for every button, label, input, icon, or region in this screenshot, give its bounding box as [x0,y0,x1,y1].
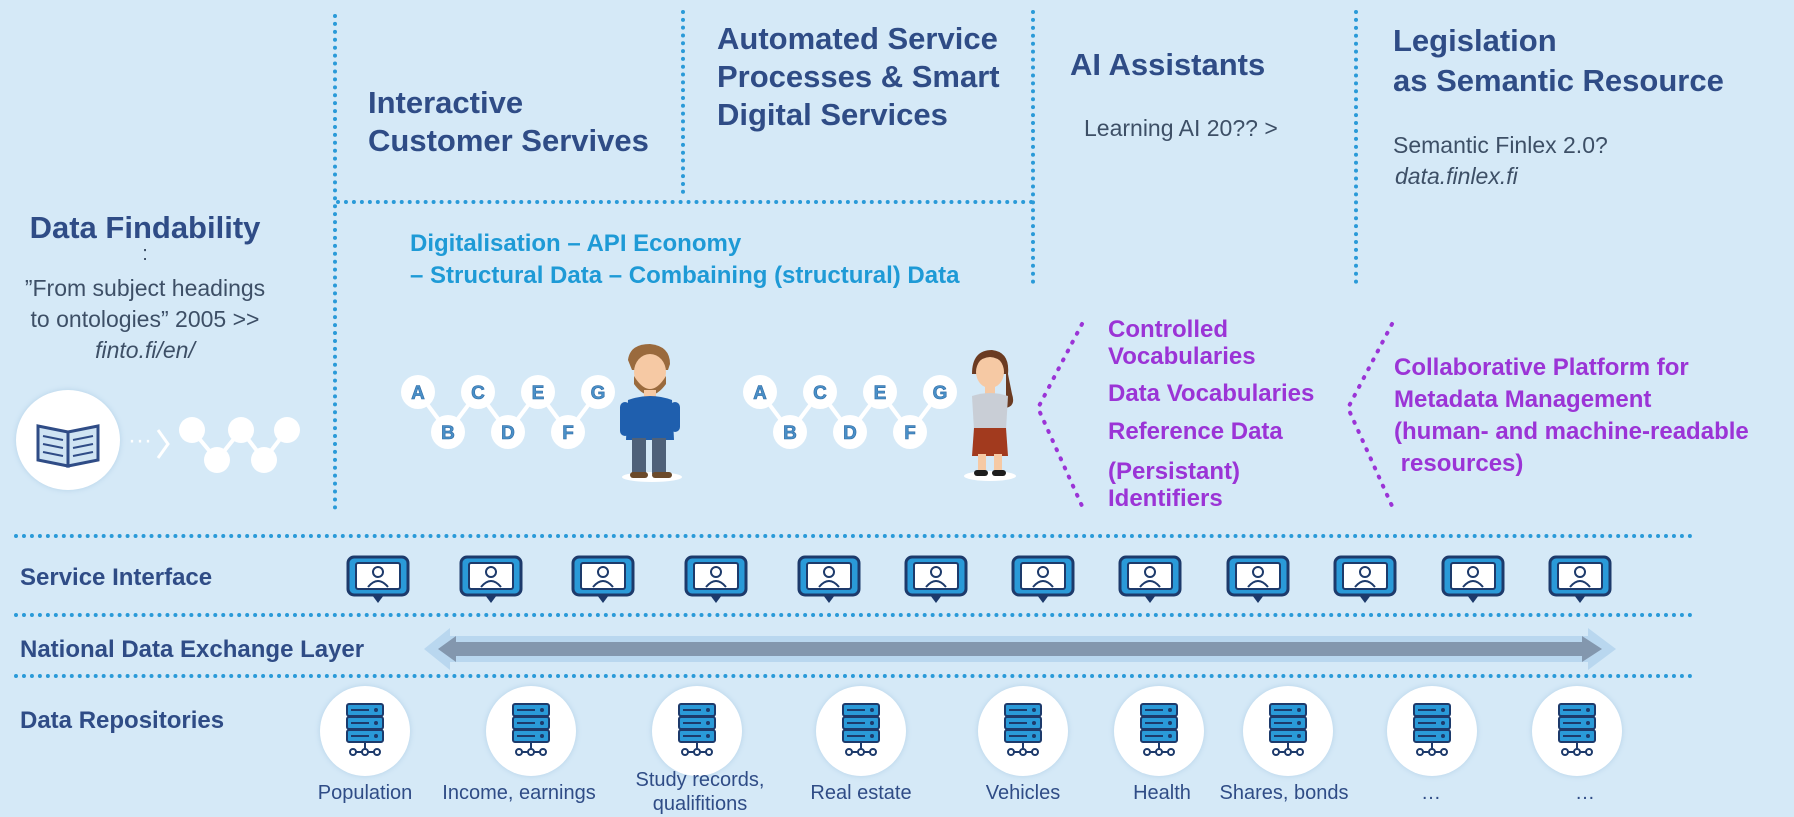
automated-services-title: Automated Service Processes & Smart Digi… [717,21,1000,132]
svg-text:F: F [562,423,574,444]
repository-label: Vehicles [985,782,1061,804]
repository-server-icon [486,686,576,776]
findability-quote: ”From subject headings to ontologies” 20… [24,275,266,332]
graph-node-c: C [803,375,837,409]
divider-h-top [336,200,1034,204]
repository-label: … [1575,782,1595,804]
divider-h-service [14,534,1694,538]
service-interface-icon [904,555,968,603]
woman-figure [964,350,1016,481]
collaborative-platform-text: Collaborative Platform for Metadata Mana… [1394,354,1749,477]
repository-server-icon [320,686,410,776]
graph-node-a: A [743,375,777,409]
graph-node-g: G [581,375,615,409]
service-interface-icon [459,555,523,603]
repository-label: Shares, bonds [1219,782,1349,804]
svg-text:G: G [591,383,606,404]
vocab-data: Data Vocabularies [1108,380,1315,407]
repository-server-icon [1387,686,1477,776]
graph-node-g: G [923,375,957,409]
service-interface-icon [1548,555,1612,603]
svg-text:B: B [783,423,797,444]
service-interface-icon [571,555,635,603]
legislation-title: Legislation as Semantic Resource [1393,23,1724,98]
repository-label: … [1421,782,1441,804]
svg-text:B: B [441,423,455,444]
repository-server-icon [978,686,1068,776]
graph-node-d: D [491,415,525,449]
graph-node-d: D [833,415,867,449]
graph-node-b: B [773,415,807,449]
svg-text:A: A [411,383,425,404]
legislation-link[interactable]: data.finlex.fi [1395,163,1518,189]
service-interface-label: Service Interface [20,564,213,591]
svg-text:D: D [501,423,515,444]
svg-text:···: ··· [128,427,152,454]
repository-label: Health [1133,782,1191,804]
svg-text:E: E [874,383,887,404]
vocab-reference: Reference Data [1108,418,1283,445]
legislation-subtitle: Semantic Finlex 2.0? [1393,132,1608,158]
graph-node-f: F [893,415,927,449]
divider-v-4 [1354,10,1358,284]
svg-text:A: A [753,383,767,404]
service-interface-icon [1226,555,1290,603]
divider-h-repo [14,674,1694,678]
platform-bracket [1345,322,1394,508]
divider-v-3 [1031,10,1035,284]
service-interface-icon [1011,555,1075,603]
repository-server-icon [1532,686,1622,776]
svg-text:G: G [933,383,948,404]
repository-server-icon [652,686,742,776]
ai-assistants-subtitle: Learning AI 20?? > [1084,115,1278,141]
repository-server-icon [1243,686,1333,776]
divider-h-exchange [14,613,1694,617]
graph-node-e: E [521,375,555,409]
svg-text:E: E [532,383,545,404]
ai-assistants-title: AI Assistants [1070,47,1266,82]
repository-label: Population [317,782,413,804]
exchange-layer-label: National Data Exchange Layer [20,636,365,663]
divider-v-2 [681,10,685,194]
service-interface-icon [1118,555,1182,603]
svg-text:F: F [904,423,916,444]
service-interface-icon [1333,555,1397,603]
data-repositories-label: Data Repositories [20,707,225,734]
svg-text:C: C [813,383,827,404]
repository-server-icon [816,686,906,776]
vocab-bracket [1035,322,1084,508]
graph-node-b: B [431,415,465,449]
man-figure [620,344,682,482]
repository-label: Real estate [810,782,912,804]
findability-title: Data Findability [29,210,261,245]
divider-v-1 [333,14,337,510]
service-interface-icon [797,555,861,603]
graph-node-c: C [461,375,495,409]
book-icon [16,390,120,490]
service-interface-icon [1441,555,1505,603]
vocab-controlled: Controlled Vocabularies [1108,316,1256,370]
repository-label: Income, earnings [442,782,596,804]
graph-node-a: A [401,375,435,409]
repository-label: Study records, qualifitions [635,769,765,815]
service-interface-icon [684,555,748,603]
vocab-identifiers: (Persistant) Identifiers [1108,458,1241,512]
findability-colon: : [142,243,148,265]
service-interface-icon [346,555,410,603]
finto-link[interactable]: finto.fi/en/ [95,337,195,363]
interactive-services-title: Interactive Customer Servives [368,85,649,158]
exchange-arrow [424,628,1616,670]
digitalisation-text: Digitalisation – API Economy – Structura… [410,230,960,289]
svg-text:D: D [843,423,857,444]
graph-node-e: E [863,375,897,409]
mini-network-icon: ··· [128,417,300,473]
svg-text:C: C [471,383,485,404]
repository-server-icon [1114,686,1204,776]
graph-node-f: F [551,415,585,449]
